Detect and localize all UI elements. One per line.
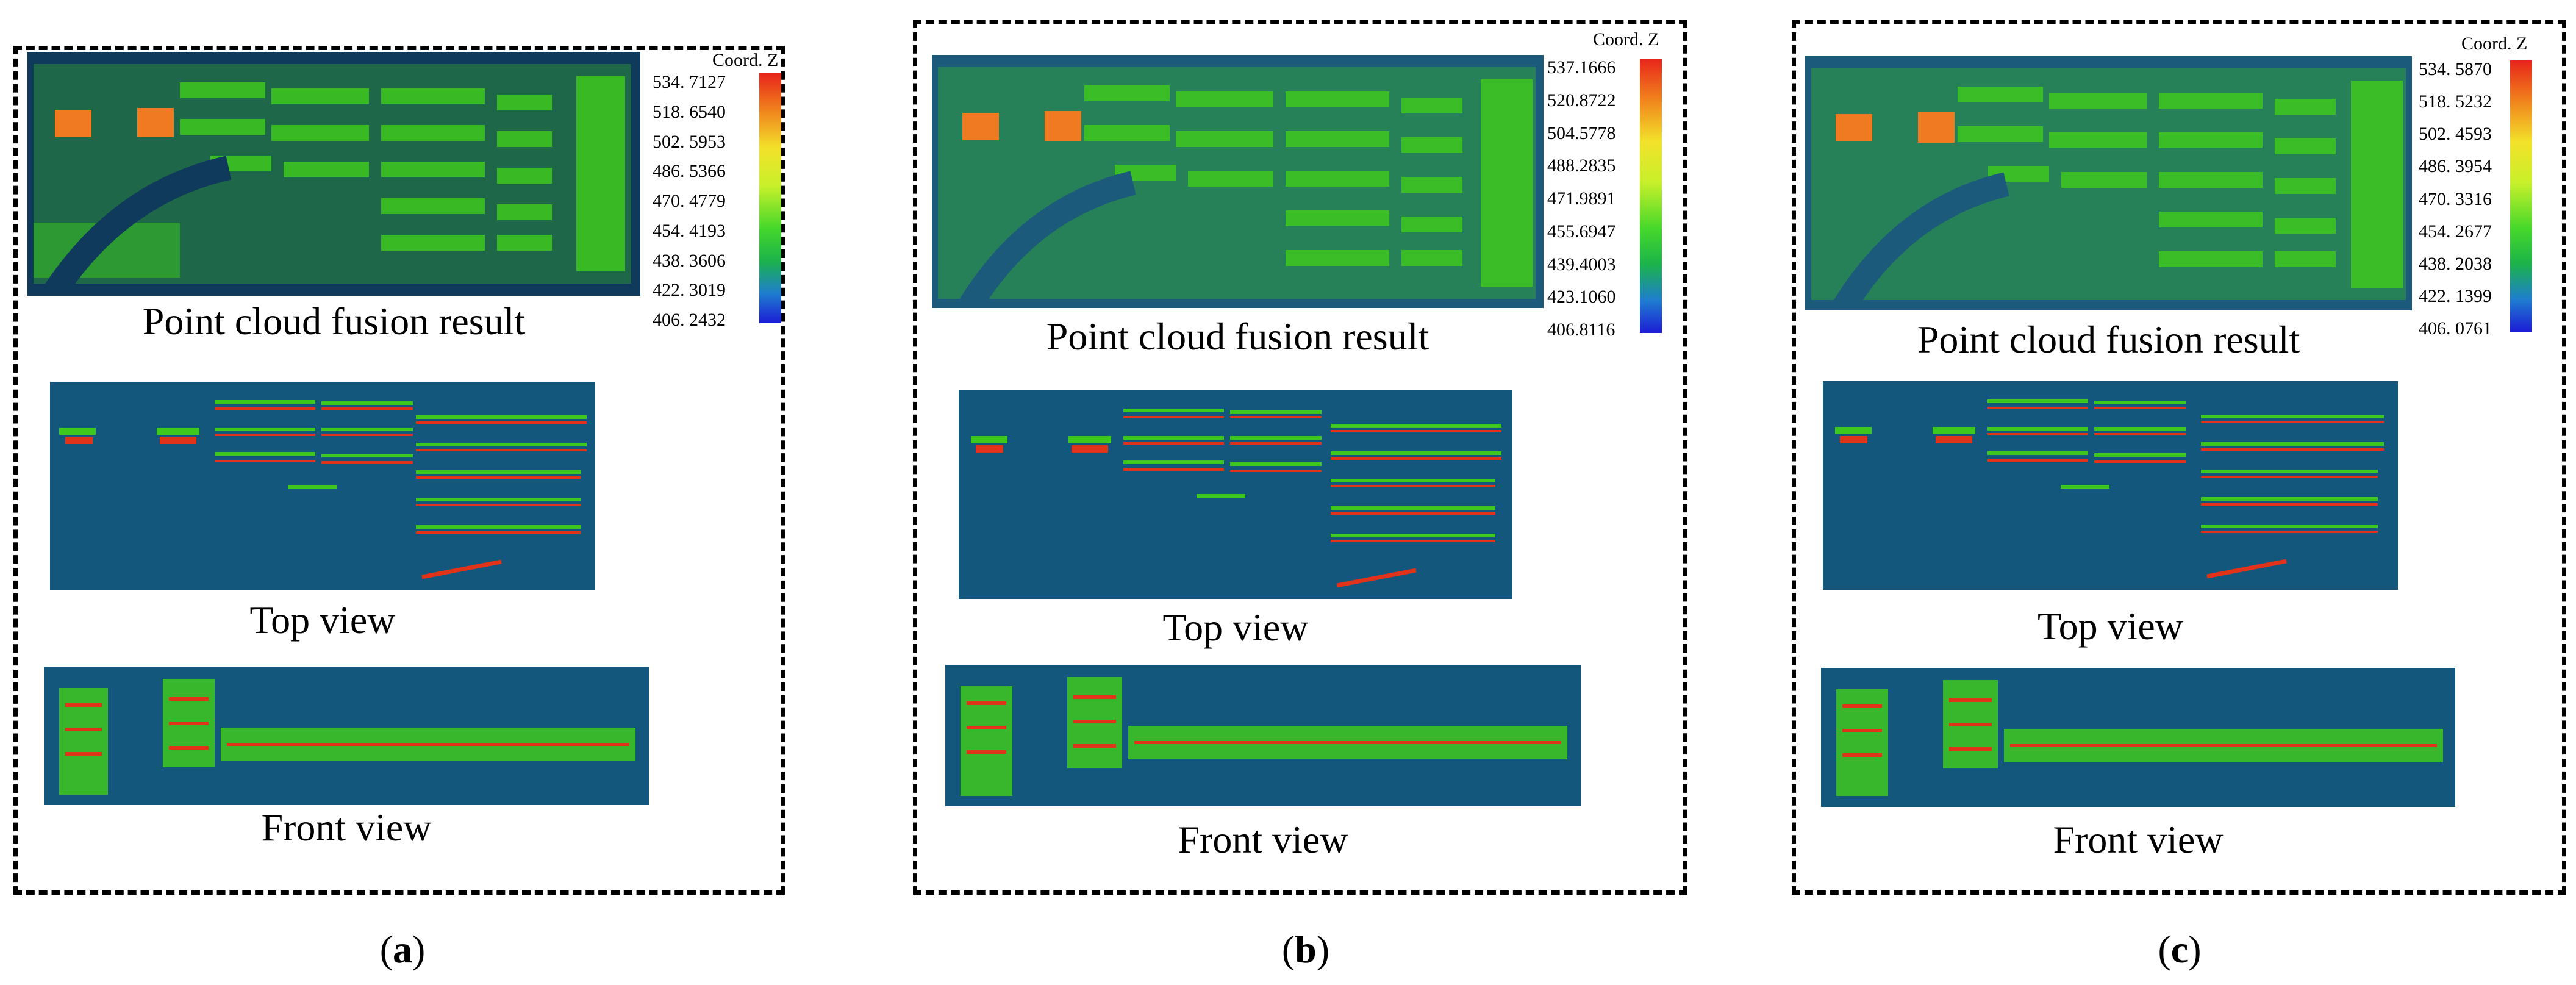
front-view-b bbox=[945, 665, 1581, 806]
tick-label: 455.6947 bbox=[1547, 221, 1616, 242]
top-view-point-cloud-a bbox=[50, 382, 595, 590]
tick-label: 471.9891 bbox=[1547, 188, 1616, 209]
front-view-point-cloud-a bbox=[44, 667, 649, 805]
tick-label: 502. 5953 bbox=[653, 131, 726, 152]
tick-label: 534. 7127 bbox=[653, 72, 726, 92]
tick-label: 454. 2677 bbox=[2419, 221, 2492, 242]
tick-label: 406.8116 bbox=[1547, 320, 1615, 340]
tick-label: 470. 4779 bbox=[653, 191, 726, 211]
caption-fusion-c: Point cloud fusion result bbox=[1917, 318, 2300, 361]
top-view-point-cloud-b bbox=[959, 390, 1512, 599]
fusion-image-b bbox=[932, 55, 1544, 315]
caption-front-b: Front view bbox=[1178, 818, 1348, 861]
tick-label: 406. 0761 bbox=[2419, 318, 2492, 338]
caption-top-c: Top view bbox=[2037, 604, 2184, 648]
tick-label: 518. 6540 bbox=[653, 101, 726, 122]
tick-label: 502. 4593 bbox=[2419, 124, 2492, 145]
panel-c bbox=[1792, 20, 2566, 895]
caption-top-b: Top view bbox=[1162, 606, 1309, 649]
panel-a bbox=[13, 46, 785, 895]
tick-label: 537.1666 bbox=[1547, 57, 1616, 77]
colorbar-gradient-a bbox=[759, 73, 781, 323]
colorbar-b: Coord. Z 537.1666 520.8722 504.5778 488.… bbox=[1547, 29, 1678, 339]
caption-front-c: Front view bbox=[2053, 818, 2224, 861]
tick-label: 488.2835 bbox=[1547, 156, 1616, 176]
panel-label-a: (a) bbox=[379, 928, 426, 971]
tick-label: 438. 3606 bbox=[653, 250, 726, 271]
tick-label: 423.1060 bbox=[1547, 287, 1616, 307]
top-view-b bbox=[959, 390, 1512, 599]
tick-label: 422. 3019 bbox=[653, 280, 726, 301]
tick-label: 454. 4193 bbox=[653, 220, 726, 241]
colorbar-c: Coord. Z 534. 5870 518. 5232 502. 4593 4… bbox=[2419, 34, 2550, 338]
fusion-image-a bbox=[27, 52, 640, 303]
tick-label: 486. 5366 bbox=[653, 161, 726, 182]
fusion-point-cloud-b bbox=[932, 55, 1544, 315]
panel-b bbox=[913, 20, 1687, 895]
caption-top-a: Top view bbox=[249, 598, 396, 642]
tick-label: 504.5778 bbox=[1547, 123, 1616, 143]
panel-label-b: (b) bbox=[1281, 928, 1330, 971]
tick-label: 520.8722 bbox=[1547, 90, 1616, 110]
tick-label: 518. 5232 bbox=[2419, 91, 2492, 112]
front-view-c bbox=[1821, 668, 2455, 807]
caption-fusion-a: Point cloud fusion result bbox=[142, 299, 526, 343]
tick-label: 534. 5870 bbox=[2419, 59, 2492, 79]
colorbar-title-b: Coord. Z bbox=[1593, 29, 1659, 49]
colorbar-ticks-a: 534. 7127 518. 6540 502. 5953 486. 5366 … bbox=[653, 73, 726, 329]
tick-label: 406. 2432 bbox=[653, 310, 726, 330]
tick-label: 486. 3954 bbox=[2419, 156, 2492, 177]
top-view-a bbox=[50, 382, 595, 590]
tick-label: 439.4003 bbox=[1547, 254, 1616, 274]
top-view-c bbox=[1823, 381, 2398, 590]
tick-label: 470. 3316 bbox=[2419, 188, 2492, 209]
front-view-point-cloud-c bbox=[1821, 668, 2455, 807]
panel-label-c: (c) bbox=[2158, 928, 2202, 971]
fusion-point-cloud-c bbox=[1805, 56, 2412, 317]
colorbar-title-a: Coord. Z bbox=[712, 50, 779, 70]
colorbar-title-c: Coord. Z bbox=[2461, 34, 2528, 54]
colorbar-a: Coord. Z 534. 7127 518. 6540 502. 5953 4… bbox=[653, 50, 784, 329]
top-view-point-cloud-c bbox=[1823, 381, 2398, 590]
colorbar-gradient-c bbox=[2510, 60, 2532, 332]
caption-front-a: Front view bbox=[261, 806, 432, 849]
caption-fusion-b: Point cloud fusion result bbox=[1046, 315, 1429, 358]
colorbar-ticks-c: 534. 5870 518. 5232 502. 4593 486. 3954 … bbox=[2419, 60, 2492, 338]
colorbar-ticks-b: 537.1666 520.8722 504.5778 488.2835 471.… bbox=[1547, 59, 1616, 339]
tick-label: 422. 1399 bbox=[2419, 285, 2492, 306]
tick-label: 438. 2038 bbox=[2419, 253, 2492, 274]
front-view-point-cloud-b bbox=[945, 665, 1581, 806]
front-view-a bbox=[44, 667, 649, 805]
fusion-point-cloud-a bbox=[27, 52, 640, 303]
fusion-image-c bbox=[1805, 56, 2412, 317]
colorbar-gradient-b bbox=[1640, 59, 1662, 333]
